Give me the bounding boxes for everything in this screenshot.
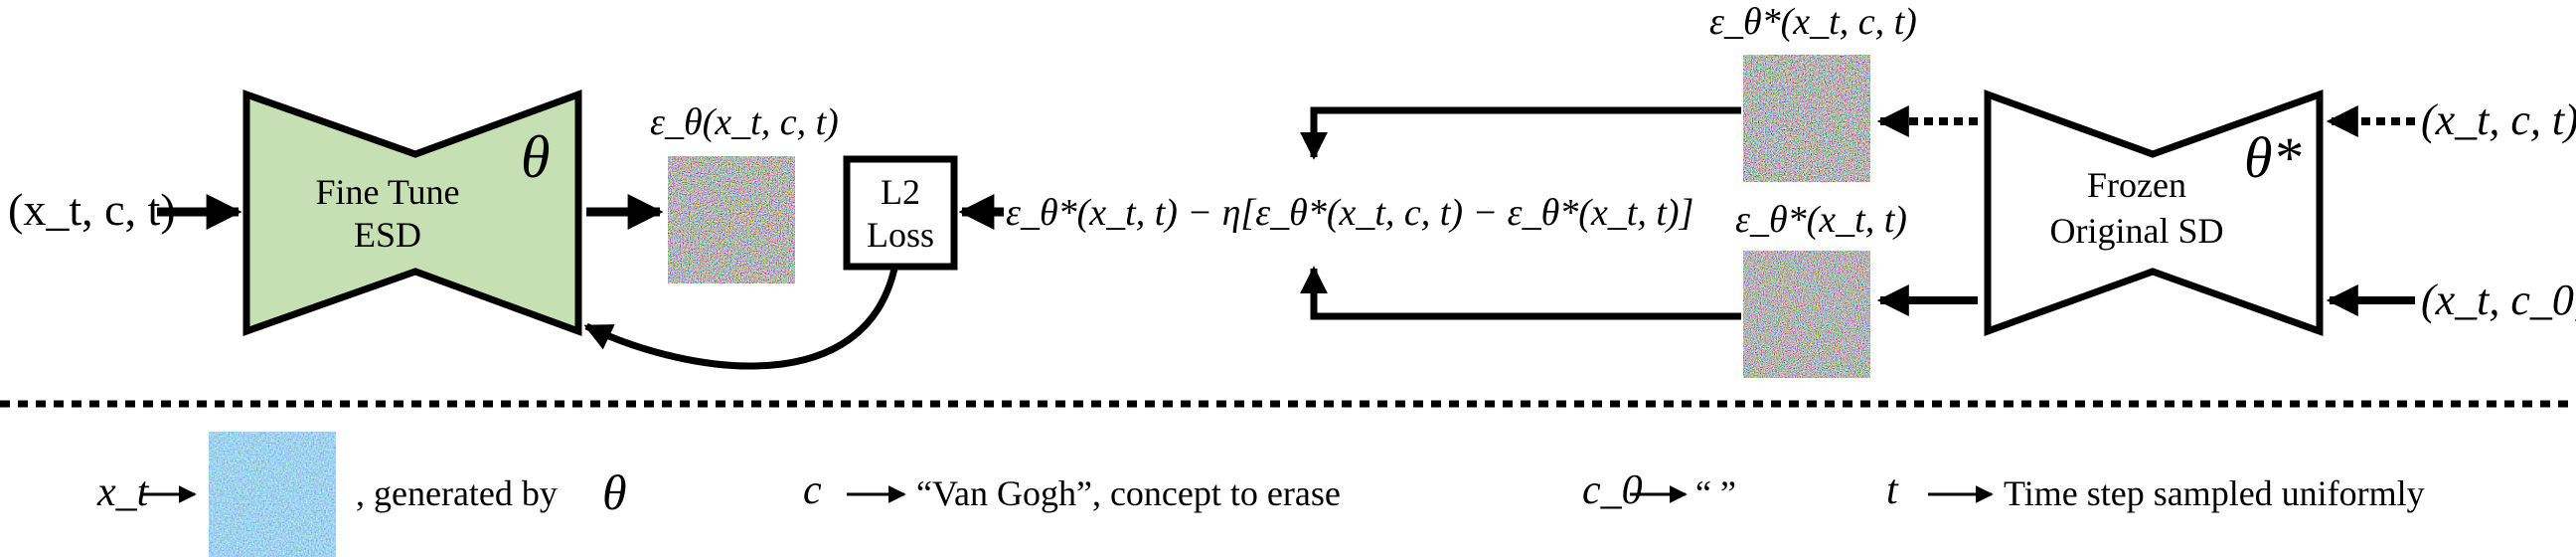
frozen-sd-block [1984, 90, 2324, 336]
legend-c0-text: “ ” [1695, 473, 1736, 513]
arrow-uncond-noise-to-expression [1300, 266, 1741, 320]
esd-block [242, 89, 582, 337]
esd-label-line2: ESD [354, 215, 421, 255]
input-right-cond-label: (x_t, c, t) [2421, 95, 2576, 144]
frozen-label-line1: Frozen [2087, 165, 2186, 205]
eps-theta-noise-image [668, 156, 795, 283]
eps-star-uncond-label: ε_θ*(x_t, t) [1735, 199, 1907, 241]
arrow-cond-noise-to-expression [1300, 106, 1741, 160]
legend-c-text: “Van Gogh”, concept to erase [916, 473, 1341, 513]
input-left-label: (x_t, c, t) [8, 184, 176, 235]
legend-xt-image [209, 432, 336, 557]
legend-t-text: Time step sampled uniformly [2004, 473, 2425, 513]
legend-xt-symbol: x_t [96, 469, 150, 515]
legend-t-symbol: t [1886, 467, 1899, 513]
eps-star-cond-label: ε_θ*(x_t, c, t) [1709, 1, 1917, 43]
legend-c-symbol: c [803, 467, 822, 513]
input-right-uncond-label: (x_t, c_0, t) [2421, 276, 2576, 324]
eps-theta-label: ε_θ(x_t, c, t) [650, 101, 839, 143]
esd-param-theta: θ [521, 124, 550, 190]
esd-label-line1: Fine Tune [315, 172, 459, 212]
l2-loss-line1: L2 [881, 172, 920, 212]
frozen-label-line2: Original SD [2050, 211, 2224, 251]
legend-c0-symbol: c_0 [1582, 467, 1643, 513]
eps-star-uncond-noise-image [1743, 251, 1870, 378]
eps-star-cond-noise-image [1743, 55, 1870, 182]
l2-loss-line2: Loss [867, 215, 934, 255]
target-expression: ε_θ*(x_t, t) − η[ε_θ*(x_t, c, t) − ε_θ*(… [1006, 192, 1693, 234]
legend-xt-text: , generated by [356, 473, 558, 513]
legend-xt-param: θ [602, 464, 627, 520]
l2-loss-box [843, 155, 958, 271]
arrow-loss-to-esd [583, 268, 898, 370]
frozen-param-theta-star: θ* [2244, 125, 2302, 190]
